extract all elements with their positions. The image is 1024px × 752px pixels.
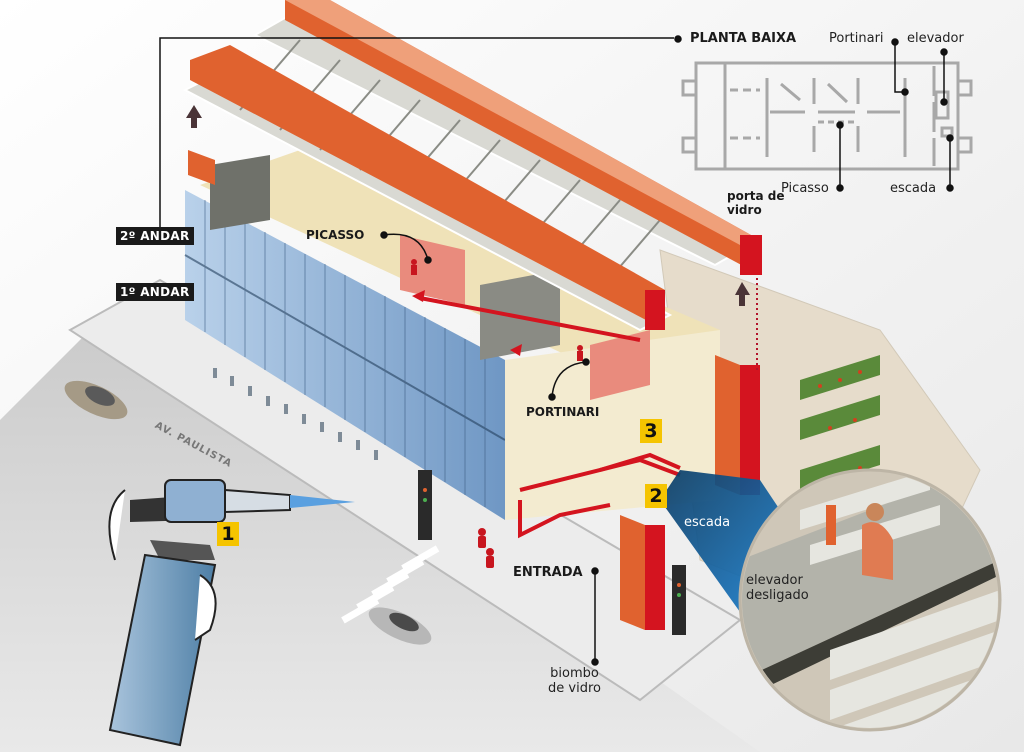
floor-tag-first: 1º ANDAR (116, 283, 194, 301)
person-head (866, 503, 884, 521)
floor-tag-second: 2º ANDAR (116, 227, 194, 245)
callout-elevador-line2: desligado (746, 588, 809, 603)
car-icon (368, 607, 432, 645)
label-porta-de-vidro: porta de vidro (727, 189, 785, 217)
floor-plan-label-elevador: elevador (907, 31, 964, 46)
pillar-right (715, 355, 740, 495)
orange-beam-top-highlight (285, 0, 760, 245)
callout-biombo-line1: biombo (550, 666, 599, 681)
bollards (213, 368, 378, 460)
callout-biombo-de-vidro: biombo de vidro (548, 666, 601, 696)
portinari-panel (590, 330, 650, 400)
leader-lines (159, 35, 954, 666)
callout-biombo-line2: de vidro (548, 681, 601, 696)
picasso-panel (400, 235, 465, 305)
step-badge-1: 1 (217, 522, 239, 546)
arrow-head (412, 290, 425, 302)
beam-end-red (645, 290, 665, 330)
person-body (862, 522, 893, 580)
floor-plan-label-portinari: Portinari (829, 31, 884, 46)
fire-extinguisher-post (826, 505, 836, 545)
arrow-head (510, 344, 522, 356)
pillar-right-side (740, 365, 760, 495)
callout-portinari: PORTINARI (526, 405, 600, 419)
callout-escada: escada (684, 515, 731, 530)
floor-plan-label-escada: escada (890, 181, 937, 196)
callout-elevador-desligado: elevador desligado (746, 573, 809, 603)
orange-beam-front (190, 45, 665, 330)
callout-entrada: ENTRADA (513, 565, 583, 580)
car-icon (64, 380, 128, 420)
crosswalk (341, 545, 440, 624)
callout-elevador-line1: elevador (746, 573, 803, 588)
pillar-front-side (645, 525, 665, 630)
detail-stairs (742, 472, 998, 728)
label-porta-de-vidro-line2: vidro (727, 203, 762, 217)
label-porta-de-vidro-line1: porta de (727, 189, 785, 203)
pillar-front (620, 515, 645, 630)
beam-end-red (740, 235, 762, 275)
traffic-light (672, 565, 686, 635)
arrow-up-icon (186, 105, 202, 128)
pillar-left-stub (188, 150, 215, 185)
floor-plan-diagram (681, 61, 973, 171)
floor-plan-label-picasso: Picasso (781, 181, 829, 196)
traffic-light (418, 470, 432, 540)
callout-picasso: PICASSO (306, 228, 365, 242)
orange-beam-top (285, 0, 760, 275)
step-badge-3: 3 (640, 419, 662, 443)
facade-mullions (184, 200, 506, 507)
floor-plan-title: PLANTA BAIXA (690, 31, 797, 46)
route-arrows (419, 296, 681, 539)
visitors-icon (411, 259, 583, 568)
blowtorch-icon (108, 479, 355, 747)
step-badge-2: 2 (645, 484, 667, 508)
arrow-up-icon (735, 282, 750, 306)
gallery-walls (210, 155, 650, 400)
